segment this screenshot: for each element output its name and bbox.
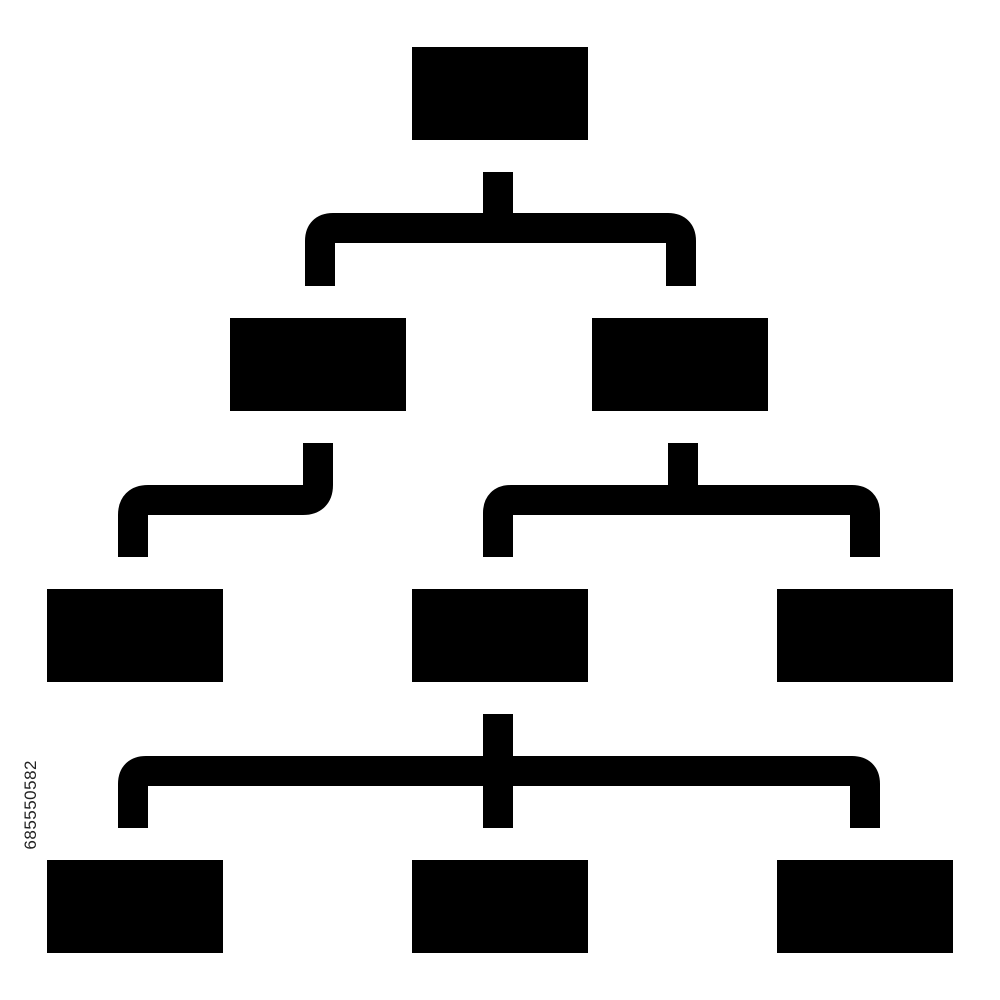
connector-level2-right-to-level3: [483, 443, 880, 557]
connectors: [118, 172, 880, 828]
level-4-node-1: [47, 860, 223, 953]
level-2-node-2: [592, 318, 768, 411]
connector-level2-left-to-level3-left: [118, 443, 333, 557]
connector-level3-middle-to-level4: [118, 714, 880, 828]
level-1-node-1: [412, 47, 588, 140]
level-2-node-1: [230, 318, 406, 411]
connector-root-to-level2: [305, 172, 696, 286]
level-3-node-2: [412, 589, 588, 682]
level-4-node-3: [777, 860, 953, 953]
nodes: [47, 47, 953, 953]
stock-id-label: 685550582: [21, 760, 40, 850]
level-3-node-3: [777, 589, 953, 682]
level-4-node-2: [412, 860, 588, 953]
level-3-node-1: [47, 589, 223, 682]
